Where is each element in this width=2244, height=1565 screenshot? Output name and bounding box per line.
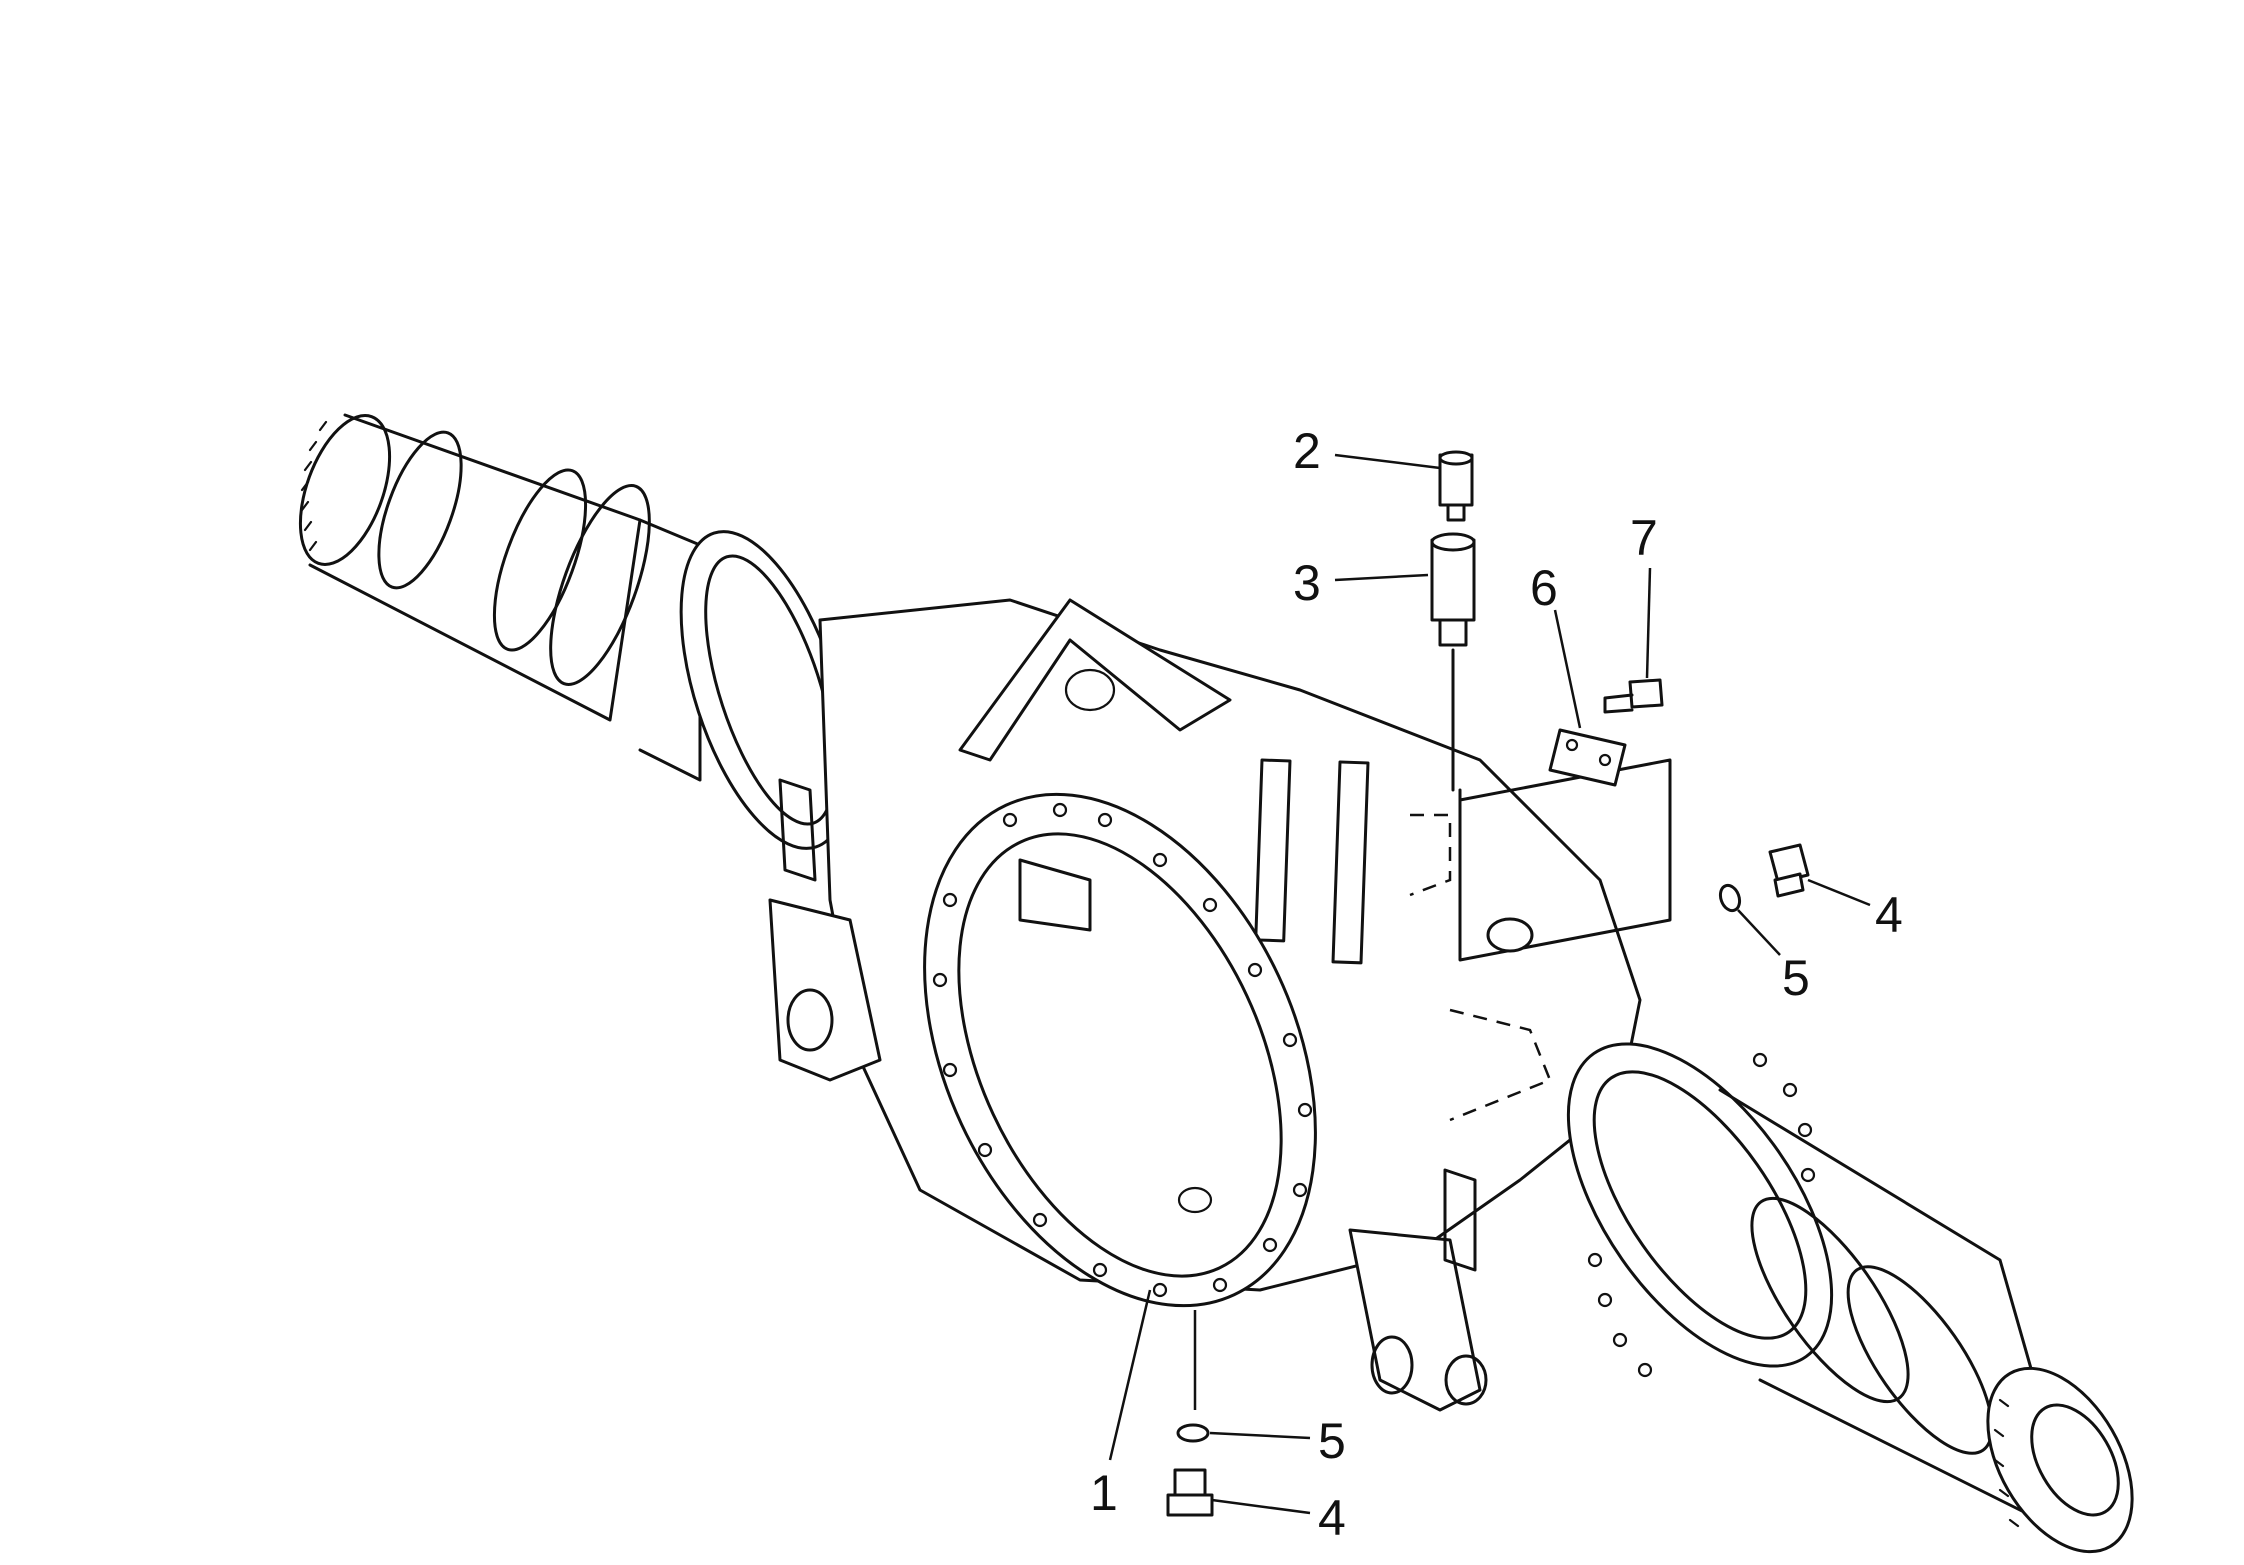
left-spline-teeth bbox=[300, 420, 328, 552]
part-5-oring-lower bbox=[1176, 1423, 1210, 1443]
left-mount-bracket bbox=[768, 778, 882, 1082]
callout-1: 1 bbox=[1090, 1465, 1118, 1521]
part-4-plug-lower bbox=[1166, 1468, 1214, 1517]
right-axle-spindle bbox=[1718, 1088, 2134, 1554]
callout-6: 6 bbox=[1530, 560, 1558, 616]
right-flange-bolt-holes bbox=[1587, 1052, 1816, 1378]
callout-4-lower: 4 bbox=[1318, 1490, 1346, 1546]
callout-labels: 1 2 3 4 4 5 5 6 7 bbox=[1090, 423, 1903, 1546]
part-2-breather-cap bbox=[1438, 450, 1474, 522]
callout-7: 7 bbox=[1630, 510, 1658, 566]
right-mount-bracket bbox=[1348, 1168, 1488, 1412]
leader-lines bbox=[1108, 453, 1871, 1515]
part-3-breather-tube bbox=[1430, 532, 1476, 902]
part-7-bolt bbox=[1603, 678, 1664, 714]
callout-5-upper: 5 bbox=[1782, 950, 1810, 1006]
part-6-plate bbox=[1548, 728, 1627, 787]
callout-5-lower: 5 bbox=[1318, 1413, 1346, 1469]
right-spline-teeth bbox=[1993, 1398, 2020, 1528]
part-4-plug-upper bbox=[1768, 843, 1810, 898]
callout-2: 2 bbox=[1293, 423, 1321, 479]
left-axle-spindle bbox=[298, 413, 702, 782]
right-flange bbox=[1566, 1042, 1834, 1378]
part-5-oring-upper bbox=[1718, 883, 1742, 913]
callout-4-upper: 4 bbox=[1875, 887, 1903, 943]
carrier-opening-flange bbox=[923, 792, 1317, 1308]
callout-3: 3 bbox=[1293, 555, 1321, 611]
opening-bolt-holes bbox=[932, 802, 1313, 1298]
